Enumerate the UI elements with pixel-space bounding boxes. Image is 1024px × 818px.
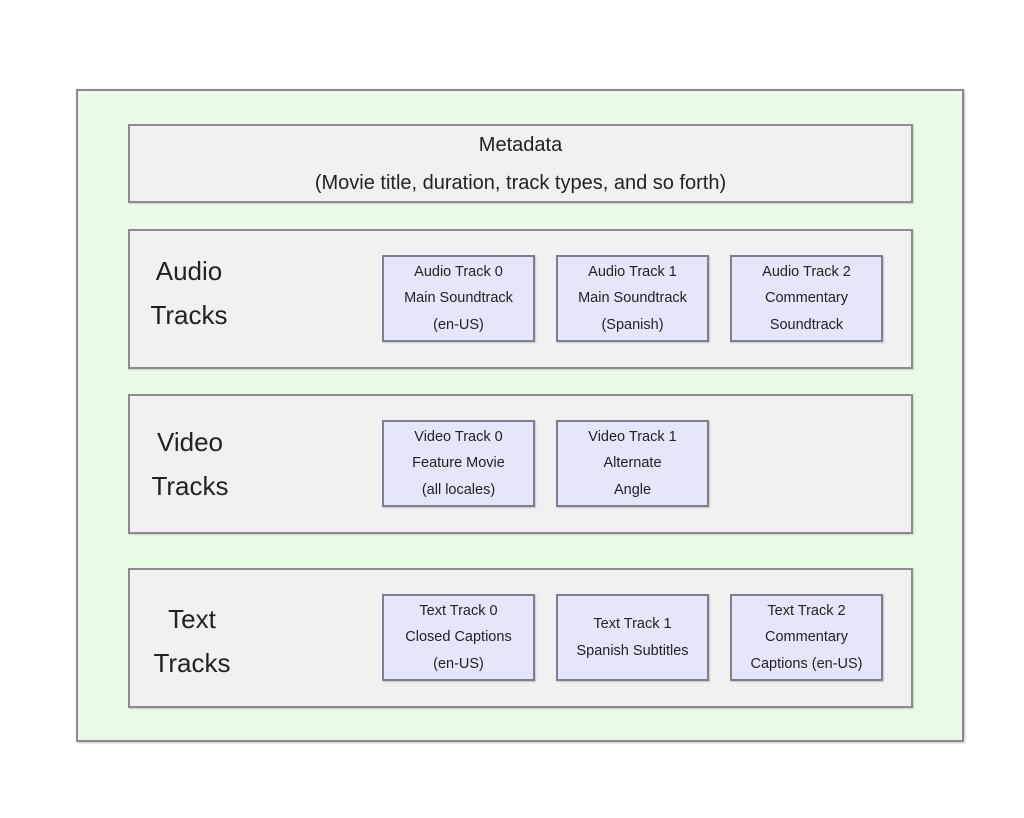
track-line: Angle	[613, 481, 652, 498]
track-line: Commentary	[765, 290, 848, 307]
track-line: Audio Track 2	[762, 263, 851, 280]
track-line: Alternate	[603, 455, 662, 472]
video-track-1: Video Track 1 Alternate Angle	[556, 420, 709, 507]
audio-tracks-label: Audio Tracks	[129, 249, 249, 337]
metadata-title: Metadata	[478, 134, 563, 156]
text-track-1: Text Track 1 Spanish Subtitles	[556, 594, 709, 681]
track-line: Spanish Subtitles	[576, 642, 689, 659]
track-line: (all locales)	[421, 481, 496, 498]
video-label-line2: Tracks	[151, 471, 229, 501]
track-line: (en-US)	[433, 316, 484, 333]
track-line: Captions (en-US)	[750, 655, 863, 672]
track-line: Text Track 0	[419, 602, 498, 619]
track-line: Main Soundtrack	[578, 290, 687, 307]
audio-track-2: Audio Track 2 Commentary Soundtrack	[730, 255, 883, 342]
track-line: Audio Track 1	[588, 263, 677, 280]
text-tracks-panel: Text Tracks Text Track 0 Closed Captions…	[128, 568, 913, 708]
track-line: Text Track 2	[767, 602, 846, 619]
track-line: Video Track 0	[414, 428, 503, 445]
track-line: (en-US)	[433, 655, 484, 672]
track-line: (Spanish)	[601, 316, 664, 333]
track-line: Closed Captions	[405, 629, 512, 646]
text-tracks-label: Text Tracks	[132, 597, 252, 685]
video-track-0: Video Track 0 Feature Movie (all locales…	[382, 420, 535, 507]
audio-track-1: Audio Track 1 Main Soundtrack (Spanish)	[556, 255, 709, 342]
video-label-line1: Video	[156, 427, 224, 457]
track-line: Video Track 1	[588, 428, 677, 445]
track-line: Feature Movie	[412, 455, 505, 472]
metadata-description: (Movie title, duration, track types, and…	[314, 172, 727, 194]
audio-label-line1: Audio	[155, 256, 223, 286]
text-label-line1: Text	[168, 604, 216, 634]
video-tracks-label: Video Tracks	[130, 420, 250, 508]
text-track-0: Text Track 0 Closed Captions (en-US)	[382, 594, 535, 681]
video-tracks-panel: Video Tracks Video Track 0 Feature Movie…	[128, 394, 913, 534]
audio-label-line2: Tracks	[150, 300, 228, 330]
track-line: Main Soundtrack	[404, 290, 513, 307]
text-label-line2: Tracks	[153, 648, 231, 678]
track-line: Commentary	[765, 629, 848, 646]
metadata-panel: Metadata (Movie title, duration, track t…	[128, 124, 913, 203]
text-track-2: Text Track 2 Commentary Captions (en-US)	[730, 594, 883, 681]
audio-tracks-panel: Audio Tracks Audio Track 0 Main Soundtra…	[128, 229, 913, 369]
audio-track-0: Audio Track 0 Main Soundtrack (en-US)	[382, 255, 535, 342]
track-line: Audio Track 0	[414, 263, 503, 280]
track-line: Soundtrack	[769, 316, 844, 333]
track-line: Text Track 1	[593, 616, 672, 632]
